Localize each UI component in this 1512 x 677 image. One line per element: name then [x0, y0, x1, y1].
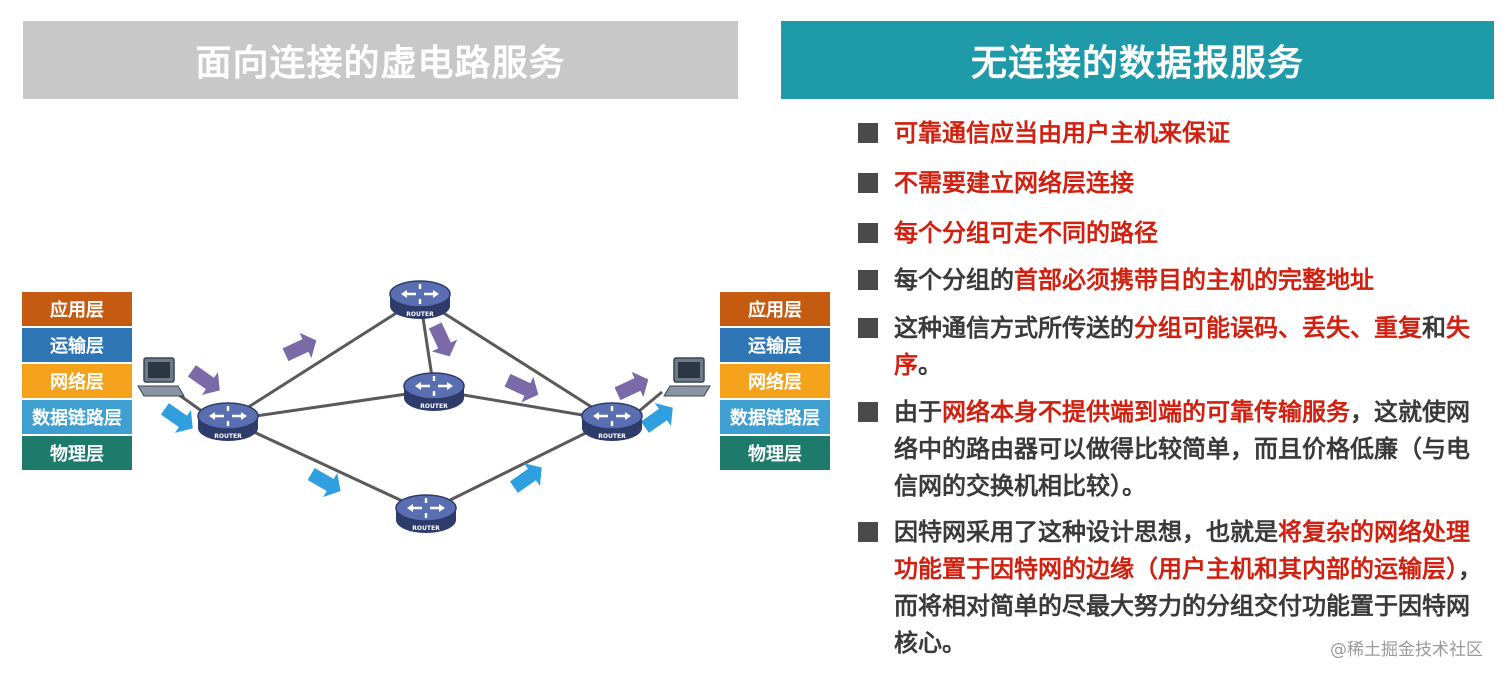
router-label: ROUTER: [214, 433, 242, 440]
packet-arrow-4: [614, 371, 649, 401]
body-text: 因特网采用了这种设计思想，也就是: [894, 518, 1278, 546]
body-text: 由于: [894, 398, 942, 426]
layer-right-2: 网络层: [720, 364, 830, 398]
packet-arrow-2: [428, 322, 458, 357]
body-text: 这种通信方式所传送的: [894, 314, 1134, 342]
bullet-square-icon: [858, 223, 878, 243]
link-AC: [227, 388, 435, 422]
left-layer-stack: 应用层运输层网络层数据链路层物理层: [22, 292, 132, 472]
layer-right-4: 物理层: [720, 436, 830, 470]
layer-right-1: 运输层: [720, 328, 830, 362]
bullet-square-icon: [858, 402, 878, 422]
highlight-text: 首部必须携带目的主机的完整地址: [1014, 266, 1374, 294]
bullet-text: 可靠通信应当由用户主机来保证: [894, 115, 1484, 152]
body-text: 。: [918, 351, 942, 379]
body-text: ，这就使网络中的路由器可以做得比较简单，而且价格低廉（与电信网的交换机相比较）。: [894, 398, 1470, 500]
packet-arrow-0: [187, 365, 220, 395]
bullet-text: 这种通信方式所传送的分组可能误码、丢失、重复和失序。: [894, 310, 1484, 384]
right-header: 无连接的数据报服务: [781, 21, 1494, 99]
link-AB: [227, 296, 421, 422]
packet-arrow-1: [282, 332, 317, 362]
computer-icon: [137, 357, 185, 397]
packet-arrow-3: [504, 373, 539, 403]
layer-left-1: 运输层: [22, 328, 132, 362]
body-text: 和: [1422, 314, 1446, 342]
link-BD: [419, 296, 613, 422]
router-icon: ROUTER: [581, 402, 643, 441]
packet-arrow-7: [509, 463, 542, 493]
router-label: ROUTER: [598, 433, 626, 440]
layer-left-2: 网络层: [22, 364, 132, 398]
bullet-text: 不需要建立网络层连接: [894, 165, 1484, 202]
router-icon: ROUTER: [403, 372, 465, 411]
packet-arrow-5: [160, 403, 193, 433]
bullet-text: 由于网络本身不提供端到端的可靠传输服务，这就使网络中的路由器可以做得比较简单，而…: [894, 394, 1484, 505]
layer-right-3: 数据链路层: [720, 400, 830, 434]
body-text: ，而将相对简单的尽最大努力的分组交付功能置于因特网核心。: [894, 555, 1482, 657]
router-label: ROUTER: [420, 403, 448, 410]
bullet-text: 每个分组可走不同的路径: [894, 215, 1484, 252]
highlight-text: 失序: [894, 314, 1470, 379]
bullet-square-icon: [858, 318, 878, 338]
link-ED: [425, 418, 613, 514]
bullet-square-icon: [858, 173, 878, 193]
router-icon: ROUTER: [389, 280, 451, 319]
bullet-square-icon: [858, 522, 878, 542]
highlight-text: 分组可能误码、丢失、重复: [1134, 314, 1422, 342]
highlight-text: 将复杂的网络处理功能置于因特网的边缘（用户主机和其内部的运输层）: [894, 518, 1470, 583]
body-text: 每个分组的: [894, 266, 1014, 294]
bullet-square-icon: [858, 123, 878, 143]
packet-arrow-6: [307, 467, 341, 498]
packets: [160, 322, 673, 498]
router-label: ROUTER: [406, 311, 434, 318]
router-icon: ROUTER: [395, 494, 457, 533]
highlight-text: 不需要建立网络层连接: [894, 169, 1134, 197]
layer-left-4: 物理层: [22, 436, 132, 470]
link-host-right: [637, 390, 663, 414]
bullet-square-icon: [858, 270, 878, 290]
computer-icon: [663, 357, 711, 397]
link-AE: [227, 418, 427, 514]
highlight-text: 网络本身不提供端到端的可靠传输服务: [942, 398, 1350, 426]
router-icon: ROUTER: [197, 402, 259, 441]
layer-left-0: 应用层: [22, 292, 132, 326]
packet-arrow-8: [640, 403, 673, 433]
left-header: 面向连接的虚电路服务: [23, 21, 738, 99]
right-layer-stack: 应用层运输层网络层数据链路层物理层: [720, 292, 830, 472]
bullet-text: 每个分组的首部必须携带目的主机的完整地址: [894, 262, 1484, 299]
layer-left-3: 数据链路层: [22, 400, 132, 434]
highlight-text: 可靠通信应当由用户主机来保证: [894, 119, 1230, 147]
bullet-text: 因特网采用了这种设计思想，也就是将复杂的网络处理功能置于因特网的边缘（用户主机和…: [894, 514, 1484, 662]
layer-right-0: 应用层: [720, 292, 830, 326]
router-label: ROUTER: [412, 525, 440, 532]
watermark: @稀土掘金技术社区: [1330, 640, 1483, 660]
network-links: [174, 296, 663, 514]
highlight-text: 每个分组可走不同的路径: [894, 219, 1158, 247]
